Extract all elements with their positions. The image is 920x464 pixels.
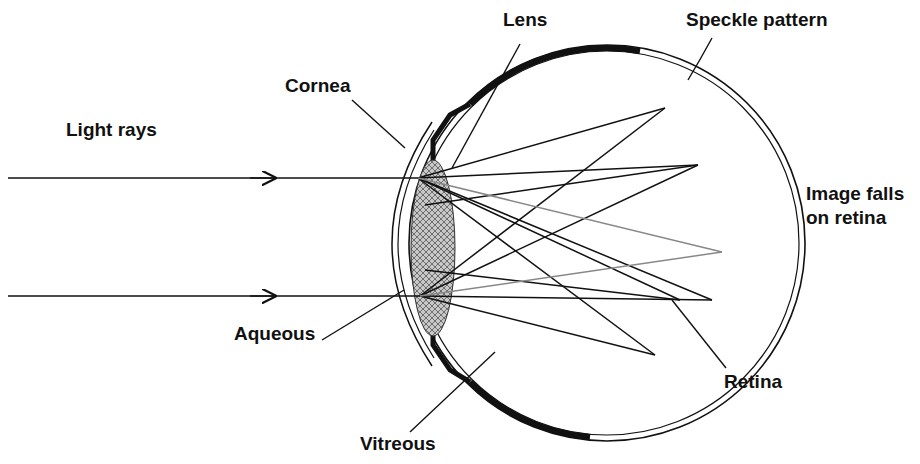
light-ray xyxy=(8,295,420,297)
sclera-outline xyxy=(409,45,805,441)
lens-symbol xyxy=(411,160,455,336)
leader-line xyxy=(322,38,726,432)
scattered-rays xyxy=(418,108,712,355)
part-label: Speckle pattern xyxy=(686,8,828,32)
part-label: Light rays xyxy=(66,118,157,142)
choroid-arc xyxy=(470,382,590,437)
part-label: Lens xyxy=(503,8,547,32)
part-label: Retina xyxy=(724,370,782,394)
part-label: Vitreous xyxy=(360,432,436,456)
part-label: Aqueous xyxy=(234,322,315,346)
focused-rays xyxy=(418,178,722,296)
light-ray xyxy=(8,177,418,179)
retina-outline xyxy=(415,51,799,435)
ray-arrow xyxy=(250,177,275,179)
part-label: Image falls on retina xyxy=(806,182,914,230)
part-label: Cornea xyxy=(285,74,350,98)
ray-arrow xyxy=(250,295,275,297)
choroid-arc xyxy=(470,48,640,104)
